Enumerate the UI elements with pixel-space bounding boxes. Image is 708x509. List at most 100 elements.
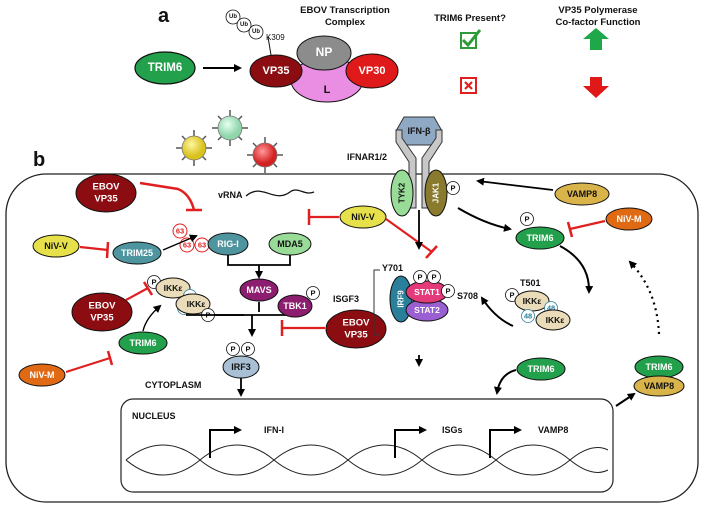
- np-label: NP: [316, 45, 333, 59]
- isgf3-label: ISGF3: [333, 294, 359, 304]
- mavs-node: MAVS: [239, 278, 279, 302]
- trim6-node-b-mid: TRIM6: [516, 357, 566, 381]
- svg-text:63: 63: [198, 241, 206, 250]
- svg-text:IKKε: IKKε: [546, 315, 565, 325]
- trim25-node: TRIM25: [112, 241, 162, 265]
- svg-text:P: P: [431, 273, 436, 282]
- panel-label-a: a: [158, 5, 170, 27]
- virus-icon-red: [247, 137, 283, 173]
- svg-text:IRF3: IRF3: [231, 362, 251, 372]
- vp35-label-a: VP35: [263, 65, 290, 77]
- y701-label: Y701: [382, 263, 403, 273]
- svg-text:TRIM6: TRIM6: [646, 362, 673, 372]
- trim6-node-b-top: TRIM6: [515, 226, 565, 250]
- ikke-complex-right: P IKKε 48 48 IKKε: [505, 288, 571, 331]
- rig-i-node: RIG-I: [207, 232, 249, 256]
- svg-text:VP35: VP35: [90, 313, 114, 324]
- svg-text:P: P: [450, 184, 455, 193]
- trim6-node-a: TRIM6: [134, 51, 196, 85]
- arrow-jak1-to-trim6: [457, 207, 512, 232]
- svg-text:P: P: [310, 289, 315, 298]
- mda5-node: MDA5: [268, 232, 312, 256]
- virus-icon-yellow: [176, 130, 212, 166]
- svg-text:IRF9: IRF9: [397, 290, 406, 308]
- up-arrow-icon: [583, 28, 609, 50]
- vrna-label: vRNA: [218, 190, 243, 200]
- svg-text:TBK1: TBK1: [283, 301, 307, 311]
- svg-text:IFN-β: IFN-β: [408, 126, 431, 136]
- promoter-vamp8: [489, 426, 522, 458]
- svg-text:TRIM6: TRIM6: [130, 338, 157, 348]
- virus-icon-green: [212, 110, 248, 146]
- k309-label: K309: [266, 33, 285, 42]
- cofactor-header-line1: VP35 Polymerase: [558, 5, 637, 16]
- transcription-complex: L NP VP35 VP30: [249, 35, 399, 103]
- arrow-trim25-to-rig-i: [162, 234, 198, 251]
- svg-text:63: 63: [176, 227, 184, 236]
- trim6-present-header: TRIM6 Present?: [434, 13, 506, 24]
- cross-icon: [460, 77, 477, 94]
- ifnar-label: IFNAR1/2: [347, 152, 387, 162]
- svg-text:TRIM6: TRIM6: [148, 62, 183, 74]
- s708-label: S708: [457, 291, 478, 301]
- p-jak1: [446, 181, 460, 195]
- nucleus-label: NUCLEUS: [132, 411, 176, 421]
- svg-text:TRIM6: TRIM6: [527, 233, 554, 243]
- inhibit-nivm-trim6: [65, 356, 111, 374]
- svg-text:IKKε: IKKε: [523, 296, 542, 306]
- svg-text:48: 48: [547, 304, 555, 313]
- down-arrow-icon: [583, 77, 609, 98]
- svg-text:TRIM25: TRIM25: [121, 248, 153, 258]
- isgf3-complex: IRF9 STAT2 STAT1 P P P: [389, 270, 455, 323]
- svg-text:IKKε: IKKε: [164, 283, 183, 293]
- svg-text:TRIM6: TRIM6: [528, 364, 555, 374]
- svg-text:EBOV: EBOV: [343, 318, 371, 329]
- svg-text:MAVS: MAVS: [246, 285, 271, 295]
- svg-text:STAT1: STAT1: [414, 287, 440, 297]
- ikke-complex-left: P IKKε 48 48 IKKε P: [147, 275, 215, 322]
- dna-strand: [125, 444, 609, 476]
- vamp8-gene-label: VAMP8: [538, 425, 568, 435]
- inhibit-nivv-isgf3: [385, 218, 433, 253]
- cytoplasm-label: CYTOPLASM: [145, 380, 201, 390]
- panel-label-b: b: [33, 149, 45, 171]
- jak1-node: JAK1: [424, 169, 448, 217]
- svg-text:IKKε: IKKε: [187, 299, 206, 309]
- svg-text:P: P: [230, 345, 235, 354]
- p-irf3-2: [241, 342, 255, 356]
- svg-text:P: P: [445, 287, 450, 296]
- irf3-node: IRF3: [222, 355, 260, 379]
- vamp8-node-top: VAMP8: [554, 182, 610, 206]
- complex-title-line1: EBOV Transcription: [300, 5, 390, 16]
- svg-text:EBOV: EBOV: [93, 182, 121, 193]
- trim6-node-b-right: TRIM6: [634, 355, 684, 379]
- svg-text:STAT2: STAT2: [414, 305, 440, 315]
- svg-text:VAMP8: VAMP8: [644, 381, 674, 391]
- nucleus: [120, 398, 614, 493]
- svg-text:NiV-M: NiV-M: [616, 214, 641, 224]
- arrow-vamp8-to-jak1: [476, 177, 554, 191]
- svg-text:P: P: [245, 345, 250, 354]
- complex-title-line2: Complex: [325, 17, 366, 28]
- arrow-trim6-to-ikke-right: [559, 245, 594, 294]
- svg-text:TYK2: TYK2: [398, 182, 407, 203]
- svg-text:VP35: VP35: [94, 194, 118, 205]
- dotted-arrow-to-trim6: [628, 260, 661, 335]
- svg-text:NiV-M: NiV-M: [29, 370, 54, 380]
- ifn-i-gene-label: IFN-I: [264, 425, 284, 435]
- promoter-ifn-i: [209, 426, 242, 458]
- niv-m-node-2: NiV-M: [605, 207, 653, 231]
- vp30-label: VP30: [359, 65, 386, 77]
- trim6-node-b-left: TRIM6: [118, 331, 168, 355]
- inhibit-vp35-to-k63: [139, 181, 196, 211]
- svg-text:NiV-V: NiV-V: [351, 212, 375, 222]
- tyk2-node: TYK2: [390, 169, 414, 217]
- niv-v-node-2: NiV-V: [339, 205, 387, 229]
- svg-text:Ub: Ub: [229, 14, 237, 20]
- l-label: L: [324, 84, 331, 96]
- t501-label: T501: [520, 278, 541, 288]
- svg-text:P: P: [509, 291, 514, 300]
- vrna-strand: [245, 189, 315, 197]
- promoter-isgs: [394, 426, 427, 458]
